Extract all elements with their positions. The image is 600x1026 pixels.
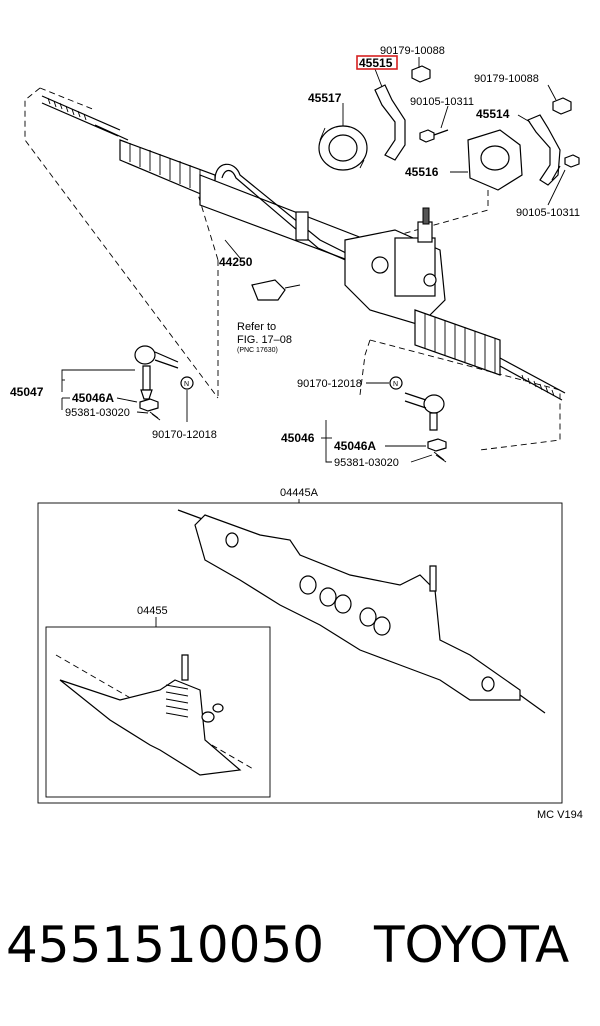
label-90179-right: 90179-10088	[474, 73, 539, 85]
tie-rod-end-left	[134, 345, 179, 412]
n-symbol-text-right: N	[393, 381, 398, 388]
steering-rack-upper	[41, 95, 566, 401]
label-45046a-left: 45046A	[72, 391, 114, 405]
label-04445a: 04445A	[280, 487, 319, 499]
label-04455: 04455	[137, 605, 168, 617]
parts-diagram: N N 90179-10088 45515 90179-10088 45517 …	[10, 45, 583, 821]
label-45047: 45047	[10, 385, 44, 399]
brand-name: TOYOTA	[374, 916, 570, 974]
label-fig-ref: FIG. 17–08	[237, 334, 292, 346]
kit-box-04455	[45, 626, 271, 798]
cotter-pins	[149, 411, 447, 463]
tie-rod-end-right	[404, 392, 447, 452]
label-90105-mid: 90105-10311	[410, 96, 474, 108]
kit-box-04445a	[37, 502, 563, 804]
label-45515: 45515	[359, 56, 393, 70]
bracket-45515	[374, 84, 406, 161]
n-symbol-right: N	[389, 376, 403, 390]
highlight-box-45515	[356, 55, 398, 70]
label-pnc-ref: (PNC 17630)	[237, 347, 278, 354]
part-number: 4551510050	[6, 916, 325, 974]
bushing-45516	[467, 129, 523, 191]
n-symbol-left: N	[180, 376, 194, 390]
footer: 4551510050 TOYOTA	[0, 905, 600, 985]
label-45514: 45514	[476, 107, 510, 121]
label-90170-left: 90170-12018	[152, 429, 217, 441]
label-90170-right: 90170-12018	[297, 378, 362, 390]
rack-kit-illustration	[177, 509, 546, 714]
bolt-90105-right	[551, 154, 580, 181]
nut-90179-right	[552, 97, 572, 115]
label-90179-top: 90179-10088	[380, 45, 445, 57]
label-45046: 45046	[281, 431, 315, 445]
label-95381-right: 95381-03020	[334, 457, 399, 469]
bushing-45517	[318, 125, 368, 171]
label-refer-to: Refer to	[237, 321, 276, 333]
gear-kit-illustration	[55, 654, 256, 776]
label-95381-left: 95381-03020	[65, 407, 130, 419]
bolt-90105-mid	[419, 129, 449, 143]
leader-lines	[61, 57, 566, 463]
nut-90179-top	[411, 65, 431, 83]
diagram-code: MC V194	[537, 809, 583, 821]
label-45517: 45517	[308, 91, 342, 105]
n-symbol-text-left: N	[184, 381, 189, 388]
label-44250: 44250	[219, 255, 253, 269]
label-45516: 45516	[405, 165, 439, 179]
bracket-45514	[527, 114, 561, 186]
label-45046a-right: 45046A	[334, 439, 376, 453]
label-90105-right: 90105-10311	[516, 207, 580, 219]
